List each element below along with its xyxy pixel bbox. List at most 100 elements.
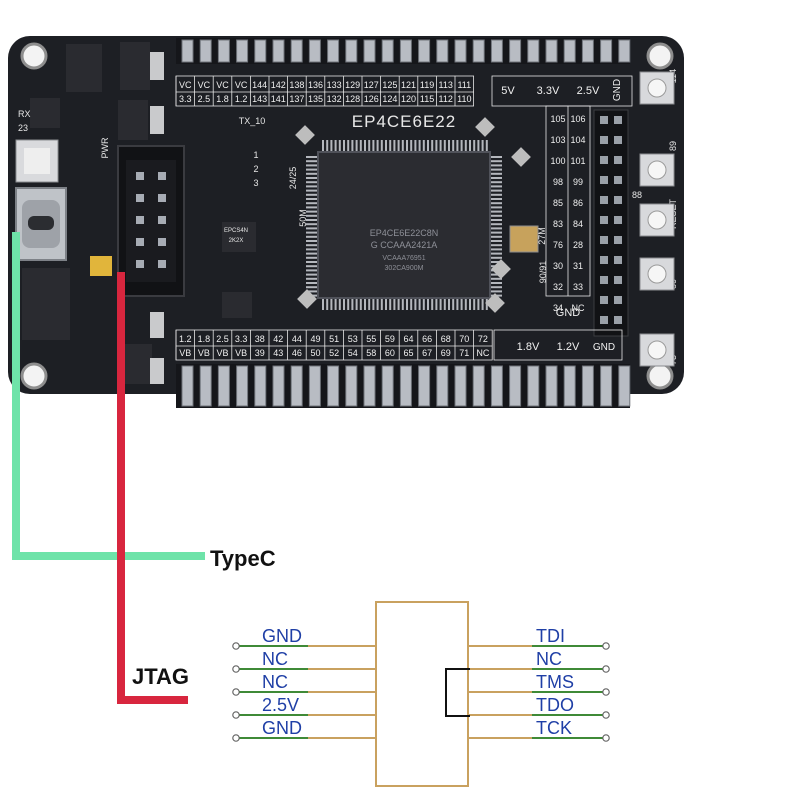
silk-label: 27M [537,227,547,245]
header-label-top: 2.5 [216,334,229,344]
header-pin [600,156,608,164]
voltage-label: 1.8V [517,341,540,353]
right-pin-label: 33 [573,282,583,292]
silk-label: EPCS4N [224,228,248,234]
header-pin [436,39,449,63]
header-pin [490,39,503,63]
tactile-buttons [639,71,675,367]
header-label-bottom: 52 [329,348,339,358]
header-pin [490,365,503,407]
header-label-bottom: 67 [422,348,432,358]
header-pin [217,39,230,63]
jtag-header-pin [136,194,144,202]
header-label-top: 144 [252,80,267,90]
header-pin [600,296,608,304]
header-pin [290,365,303,407]
header-pin [363,365,376,407]
header-pin [614,136,622,144]
right-pin-label: 83 [553,219,563,229]
header-label-bottom: 65 [403,348,413,358]
fpga-chip: EP4CE6E22C8N G CCAAA2421A VCAAA76951 302… [306,140,502,310]
header-pin [600,176,608,184]
header-pin [614,256,622,264]
header-pin [327,365,340,407]
jtag-header-pin [158,216,166,224]
header-label-top: 111 [457,80,471,90]
silk-label: 24/25 [288,167,298,190]
left-pin-label: NC [262,672,288,692]
header-label-bottom: 1.2 [235,94,248,104]
jtag-header-pin [136,260,144,268]
header-label-top: 138 [289,80,304,90]
jtag-header-pin [158,238,166,246]
header-pin [472,365,485,407]
silk-label: PWR [100,137,110,158]
header-label-bottom: 46 [292,348,302,358]
header-pin [272,365,285,407]
header-label-bottom: VB [179,348,191,358]
pin-terminal-icon [602,688,610,696]
header-label-top: 66 [422,334,432,344]
right-pin-label: TCK [536,718,572,738]
header-pin [600,39,613,63]
header-label-bottom: NC [476,348,489,358]
header-pin [272,39,285,63]
header-label-bottom: 126 [364,94,379,104]
usb-typec-connector [15,139,67,261]
header-pin [563,365,576,407]
left-pin-label: 2.5V [262,695,299,715]
header-label-top: 68 [441,334,451,344]
jtag-header-pin [136,238,144,246]
header-label-bottom: 2.5 [198,94,211,104]
gnd-label: GND [556,307,581,319]
right-pin-label: 85 [553,198,563,208]
right-pin-label: 30 [553,261,563,271]
header-label-bottom: VB [216,348,228,358]
header-pin [614,216,622,224]
silk-label: 3 [253,178,258,188]
header-label-bottom: 58 [366,348,376,358]
header-label-bottom: VB [198,348,210,358]
header-label-top: 3.3 [235,334,248,344]
header-pin [381,39,394,63]
header-pin [618,39,631,63]
pin-terminal-icon [232,711,240,719]
header-label-bottom: 50 [310,348,320,358]
header-label-bottom: 143 [252,94,267,104]
header-pin [614,196,622,204]
header-pin [614,316,622,324]
header-label-bottom: 137 [289,94,304,104]
right-pin-label: TDI [536,626,565,646]
header-label-top: 44 [292,334,302,344]
right-pin-label: NC [536,649,562,669]
chip-marking-line: EP4CE6E22C8N [370,228,439,238]
connector-body [375,601,469,787]
header-pin [199,365,212,407]
header-pin [600,256,608,264]
typec-label: TypeC [210,546,276,571]
header-pin [363,39,376,63]
header-pin [181,365,194,407]
header-pin [345,39,358,63]
header-label-bottom: 110 [457,94,471,104]
header-pin [454,365,467,407]
silk-label: 89 [668,141,678,151]
header-pin [181,39,194,63]
right-pin-label: 98 [553,177,563,187]
header-label-bottom: 124 [382,94,397,104]
button-icon [647,160,667,180]
header-pin [236,39,249,63]
gnd-label: GND [593,342,615,353]
header-label-top: 125 [382,80,397,90]
header-pin [527,39,540,63]
mounting-hole-icon [20,362,48,390]
header-pin [545,39,558,63]
jtag-box-header [117,145,185,297]
header-label-top: 1.2 [179,334,192,344]
right-pin-label: 34 [553,303,563,313]
silk-label: 23 [18,123,28,133]
header-label-top: 38 [255,334,265,344]
bottom-pin-header [176,364,631,408]
button-icon [647,264,667,284]
header-pin [399,365,412,407]
